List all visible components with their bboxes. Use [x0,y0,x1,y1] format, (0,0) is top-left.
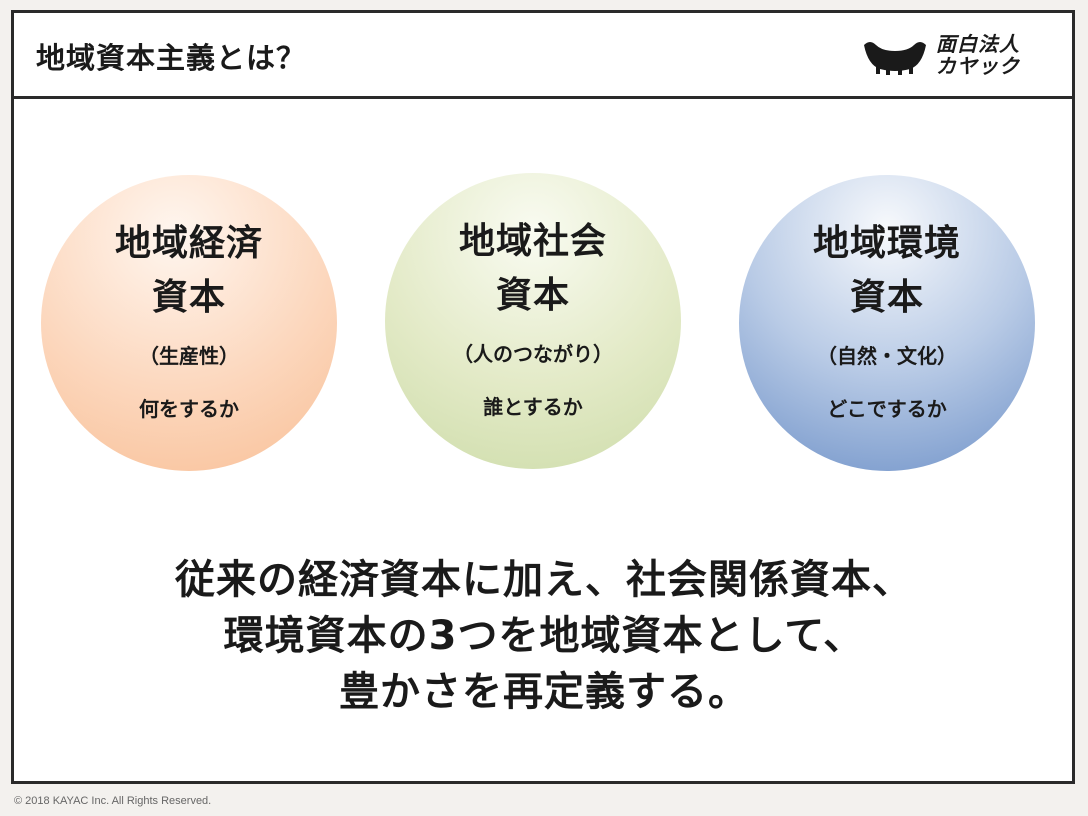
circle-heading-line2: 資本 [849,277,924,318]
summary-line1: 従来の経済資本に加え、社会関係資本、 [175,557,913,603]
circle-heading: 地域環境 資本 [739,217,1035,325]
copyright-notice: © 2018 KAYAC Inc. All Rights Reserved. [14,795,212,807]
canoe-icon [864,42,926,75]
circle-heading: 地域経済 資本 [41,217,337,325]
circle-subtitle: （生産性） [139,344,239,368]
circle-heading: 地域社会 資本 [385,215,681,323]
logo-text-line1: 面白法人 [936,32,1020,56]
summary-line3: 豊かさを再定義する。 [339,669,749,715]
circle-heading-line1: 地域環境 [812,223,961,264]
title-bar: 地域資本主義とは？ 面白法人 カヤック [14,13,1072,99]
circle-social-capital: 地域社会 資本 （人のつながり） 誰とするか [385,173,681,469]
circle-environmental-capital: 地域環境 資本 （自然・文化） どこでするか [739,175,1035,471]
circle-subtitle: （自然・文化） [817,344,957,368]
circle-heading-line1: 地域経済 [114,223,263,264]
circle-subtitle: （人のつながり） [453,342,613,366]
slide-title: 地域資本主義とは？ [36,41,307,75]
circle-description: どこでするか [827,397,947,421]
circle-description: 何をするか [139,397,239,421]
kayac-logo: 面白法人 カヤック [862,31,1052,79]
summary-line2: 環境資本の3つを地域資本として、 [223,613,865,659]
circle-heading-line2: 資本 [495,275,570,316]
logo-text-line2: カヤック [936,54,1020,78]
summary-statement: 従来の経済資本に加え、社会関係資本、 環境資本の3つを地域資本として、 豊かさを… [0,552,1088,720]
circle-economic-capital: 地域経済 資本 （生産性） 何をするか [41,175,337,471]
circle-description: 誰とするか [483,395,583,419]
circle-heading-line1: 地域社会 [458,221,607,262]
circle-heading-line2: 資本 [151,277,226,318]
